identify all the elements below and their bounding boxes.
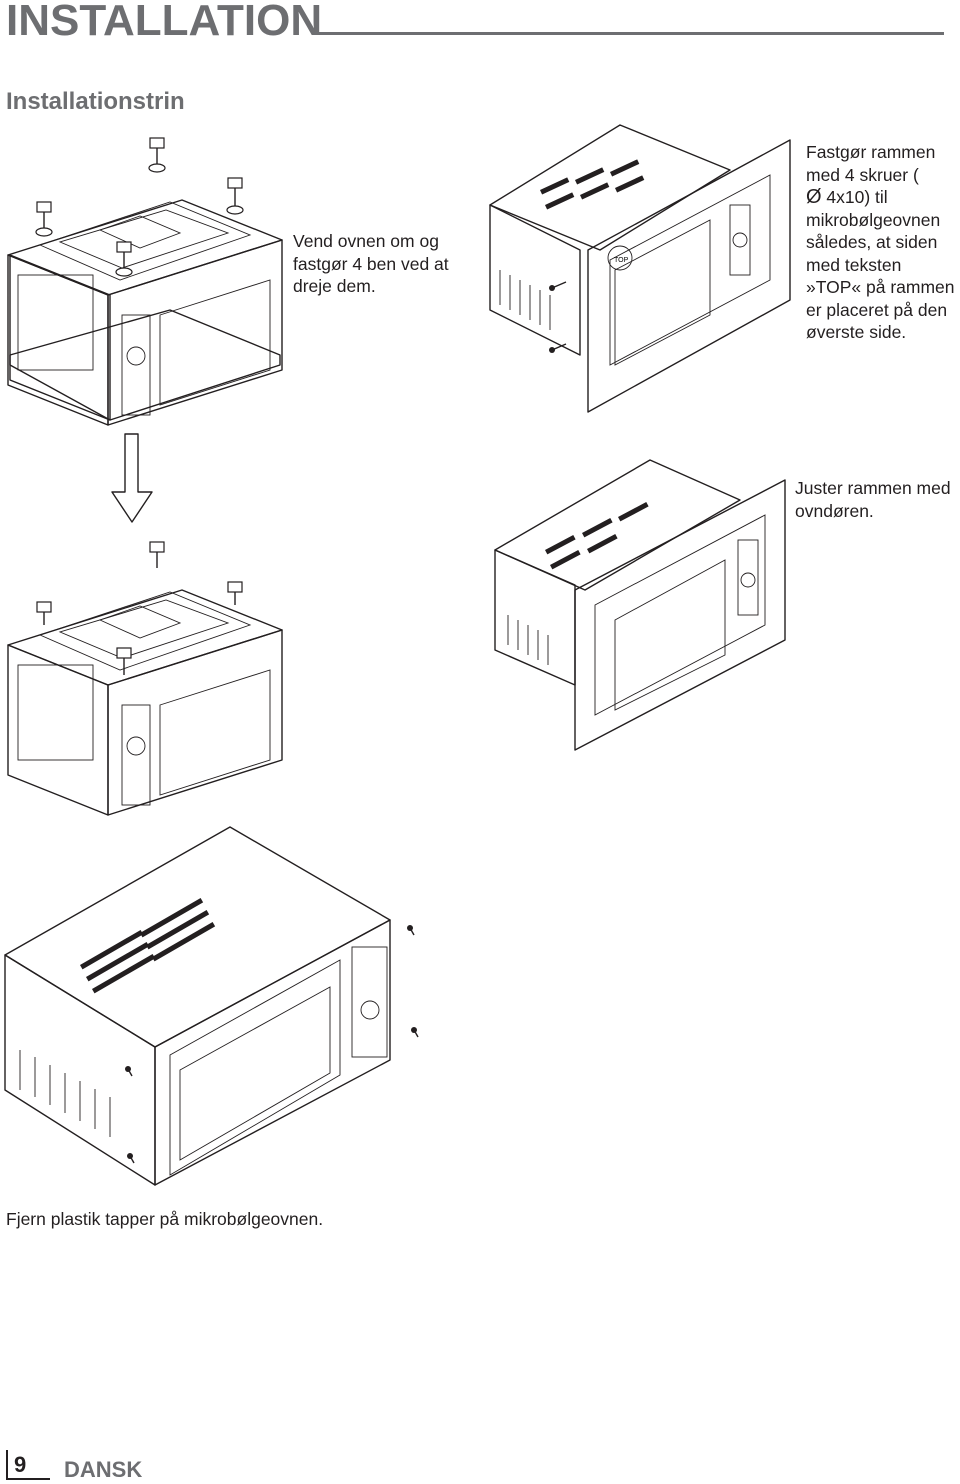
- diameter-symbol: Ø: [806, 186, 822, 208]
- header-rule: [318, 32, 944, 35]
- foot-icon: [149, 541, 165, 568]
- step-2-caption-part1: Fastgør rammen med 4 skruer (: [806, 142, 936, 185]
- foot-icon: [226, 177, 244, 215]
- step-2-caption-part2: 4x10) til mikrobølgeovnen således, at si…: [806, 187, 955, 342]
- frame-screws-illustration: TOP: [489, 124, 791, 413]
- page-number: 9: [14, 1452, 27, 1477]
- section-title: Installationstrin: [6, 88, 185, 115]
- oven-upside-down-illustration: [7, 541, 283, 816]
- screw-icon: [549, 281, 567, 291]
- step-4-caption: Fjern plastik tapper på mikrobølgeovnen.: [6, 1209, 324, 1229]
- footer-language: DANSK: [64, 1457, 143, 1482]
- screw-icon: [127, 1153, 135, 1164]
- foot-icon: [115, 241, 133, 277]
- frame-top-label: TOP: [614, 257, 629, 264]
- frame-aligned-illustration: [494, 459, 786, 751]
- foot-icon: [36, 601, 52, 625]
- foot-icon: [227, 581, 243, 605]
- footer-rule-horizontal: [6, 1478, 50, 1480]
- step-1-caption: Vend ovnen om og fastgør 4 ben ved at dr…: [293, 231, 449, 296]
- step-3-caption: Juster rammen med ovndøren.: [795, 478, 951, 521]
- step-2-caption: Fastgør rammen med 4 skruer (Ø 4x10) til…: [806, 141, 960, 344]
- foot-icon: [148, 137, 166, 173]
- foot-icon: [116, 647, 132, 675]
- page-header-title: INSTALLATION: [6, 0, 323, 45]
- oven-upright-illustration: [4, 826, 419, 1186]
- screw-icon: [411, 1027, 419, 1038]
- foot-icon: [35, 201, 53, 237]
- screw-icon: [125, 1066, 133, 1077]
- arrow-down-icon: [111, 433, 153, 523]
- screw-icon: [407, 925, 415, 936]
- oven-upside-down-feet-illustration: [7, 137, 283, 426]
- screw-icon: [549, 343, 567, 353]
- footer-rule-vertical: [6, 1450, 8, 1480]
